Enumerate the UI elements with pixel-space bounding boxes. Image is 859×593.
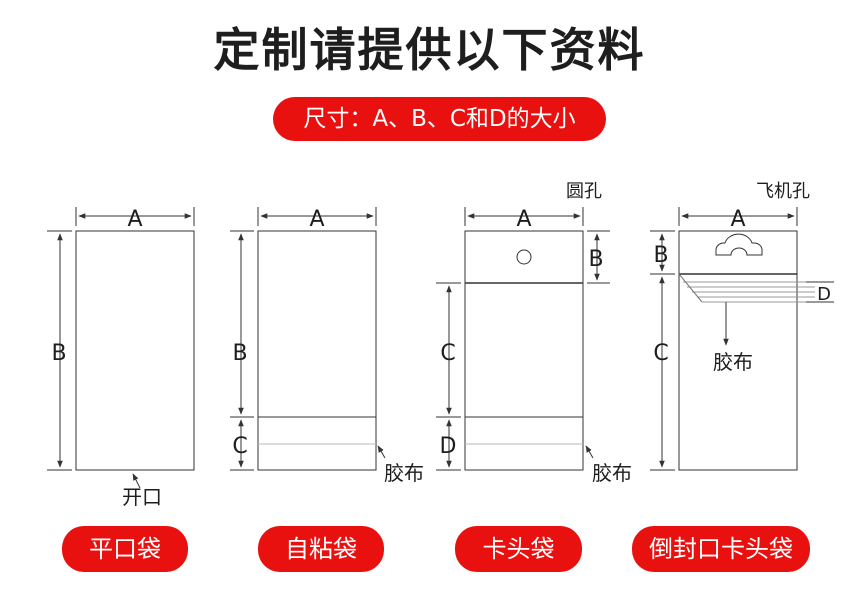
flat-bag-diagram: [47, 207, 195, 489]
dim-label-d: D: [440, 434, 457, 459]
page-title: 定制请提供以下资料: [213, 23, 646, 77]
header-card-bag-diagram: [436, 207, 610, 471]
dim-label-b: B: [51, 341, 66, 366]
dimension-requirement-badge: 尺寸：A、B、C和D的大小: [273, 97, 606, 141]
round-hole-icon: [516, 249, 532, 265]
dim-label-a: A: [127, 207, 142, 232]
adhesive-label: 胶布: [713, 350, 753, 374]
dim-label-a: A: [309, 207, 324, 232]
airplane-hole-label: 飞机孔: [756, 181, 810, 202]
round-hole-label: 圆孔: [566, 181, 602, 202]
reverse-seal-header-bag-diagram: [650, 207, 834, 471]
opening-pointer: [132, 473, 141, 489]
adhesive-label: 胶布: [592, 461, 632, 485]
adhesive-label: 胶布: [384, 461, 424, 485]
dim-label-a: A: [730, 207, 745, 232]
dim-label-c: C: [653, 341, 668, 366]
bag-type-self-adhesive: 自粘袋: [258, 526, 384, 572]
adhesive-bag-outline: [257, 230, 377, 471]
airplane-hole-icon: [715, 233, 763, 256]
self-adhesive-bag-diagram: [230, 207, 386, 471]
bag-type-flat: 平口袋: [62, 526, 188, 572]
dim-label-b: B: [653, 243, 668, 268]
bag-type-header-card: 卡头袋: [455, 526, 582, 572]
adhesive-pointer: [585, 445, 594, 459]
dim-label-c: C: [440, 341, 455, 366]
dim-label-c: C: [232, 434, 247, 459]
bag-type-reverse-seal-header: 倒封口卡头袋: [632, 526, 810, 572]
header-bag-outline: [464, 230, 584, 471]
adhesive-pointer: [377, 445, 386, 459]
reverse-bag-outline: [678, 230, 798, 471]
dim-label-a: A: [516, 207, 531, 232]
flat-bag-outline: [75, 230, 195, 471]
dim-label-b: B: [232, 341, 247, 366]
dim-label-b: B: [588, 247, 603, 272]
dim-label-d: D: [817, 284, 831, 305]
opening-label: 开口: [122, 485, 162, 509]
